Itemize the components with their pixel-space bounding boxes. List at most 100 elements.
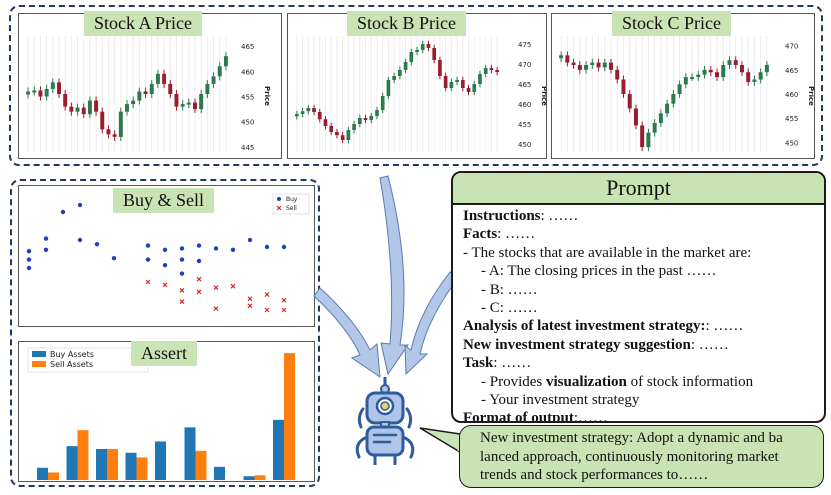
sell-point: [247, 296, 253, 302]
facts-value: : ……: [497, 226, 536, 243]
candle-body: [652, 123, 657, 133]
buy-point: [179, 257, 185, 262]
candle-body: [357, 118, 362, 124]
candle-body: [721, 65, 726, 78]
candle-body: [352, 124, 356, 130]
buy-point: [26, 249, 32, 254]
legend-buy-swatch: [32, 351, 46, 357]
buy-assets-bar: [155, 441, 166, 480]
candle-body: [63, 94, 68, 107]
candle-body: [565, 55, 570, 63]
sell-point: [247, 303, 253, 309]
buy-point: [162, 247, 168, 252]
candle-body: [455, 80, 459, 82]
y-axis-label: Price: [807, 86, 814, 106]
candle-body: [168, 83, 173, 94]
candle-body: [369, 116, 374, 120]
candle-body: [118, 111, 123, 137]
sell-point: [264, 292, 270, 298]
candle-body: [658, 113, 663, 123]
prompt-line-stock-a: - A: The closing prices in the past ……: [481, 263, 717, 280]
provides-bold: visualization: [546, 373, 627, 390]
legend-buy-marker: [277, 197, 281, 201]
candle-body: [106, 129, 111, 135]
candle-body: [386, 80, 391, 96]
candle-body: [149, 83, 154, 94]
sell-point: [281, 297, 287, 303]
response-bubble: New investment strategy: Adopt a dynamic…: [459, 425, 824, 488]
legend-sell-marker: [276, 205, 282, 211]
buy-point: [43, 236, 49, 241]
candle-body: [375, 110, 379, 116]
candle-body: [420, 44, 425, 50]
candle-body: [426, 44, 431, 48]
prompt-line-stock-b: - B: ……: [481, 281, 538, 298]
buy-assets-bar: [273, 419, 284, 480]
stock-charts-group: [9, 5, 823, 166]
candle-body: [380, 96, 385, 110]
candle-body: [764, 65, 769, 73]
format-label: Format of output: [463, 410, 574, 423]
candle-body: [186, 102, 191, 105]
y-axis-label: Price: [263, 86, 271, 106]
buy-point: [281, 244, 287, 250]
prompt-line-provides: - Provides visualization of stock inform…: [463, 373, 814, 391]
legend-sell-swatch: [32, 361, 46, 367]
candle-body: [323, 119, 328, 126]
sell-point: [179, 287, 185, 293]
candle-body: [69, 106, 74, 112]
candle-body: [26, 91, 31, 95]
y-tick-label: 450: [518, 141, 531, 149]
candle-body: [81, 107, 86, 115]
candle-body: [199, 94, 204, 110]
buy-point: [145, 243, 151, 248]
y-tick-label: 475: [518, 41, 531, 49]
candle-body: [733, 60, 738, 65]
sell-assets-bar: [136, 457, 148, 480]
buy-assets-bar: [214, 466, 225, 480]
stock-a-title: Stock A Price: [84, 11, 202, 36]
prompt-body: Instructions: …… Facts: …… - The stocks …: [453, 205, 824, 423]
candle-body: [306, 108, 311, 112]
candle-body: [466, 88, 471, 92]
buy-point: [43, 247, 49, 252]
provides-pre: - Provides: [481, 373, 546, 390]
candle-body: [677, 84, 682, 94]
prompt-line-format: Format of output:……: [463, 409, 814, 423]
sell-point: [230, 283, 236, 289]
candle-body: [640, 125, 645, 148]
sell-assets-bar: [195, 450, 207, 480]
y-tick-label: 455: [785, 115, 798, 123]
candle-body: [460, 80, 465, 88]
candle-body: [489, 68, 494, 70]
sell-assets-bar: [77, 430, 89, 480]
candle-body: [75, 107, 80, 112]
candle-body: [449, 82, 454, 88]
candle-body: [32, 90, 37, 93]
buy-assets-bar: [125, 452, 137, 480]
candle-body: [495, 70, 499, 72]
candle-body: [727, 60, 732, 65]
buy-assets-bar: [66, 446, 78, 480]
instructions-label: Instructions: [463, 208, 541, 224]
candle-body: [295, 114, 299, 117]
buy-point: [196, 243, 202, 248]
candle-body: [137, 91, 142, 101]
buy-point: [77, 237, 83, 243]
buy-point: [77, 202, 83, 208]
prompt-line-task: Task: ……: [463, 354, 814, 372]
y-tick-label: 450: [785, 139, 798, 147]
candle-body: [690, 77, 695, 80]
candle-body: [38, 90, 43, 97]
candle-body: [483, 68, 488, 74]
sell-point: [162, 282, 168, 288]
sell-point: [281, 307, 287, 313]
prompt-line-instructions: Instructions: ……: [463, 207, 814, 225]
candle-body: [180, 104, 185, 107]
buy-assets-bar: [243, 476, 255, 480]
candle-body: [438, 60, 442, 76]
